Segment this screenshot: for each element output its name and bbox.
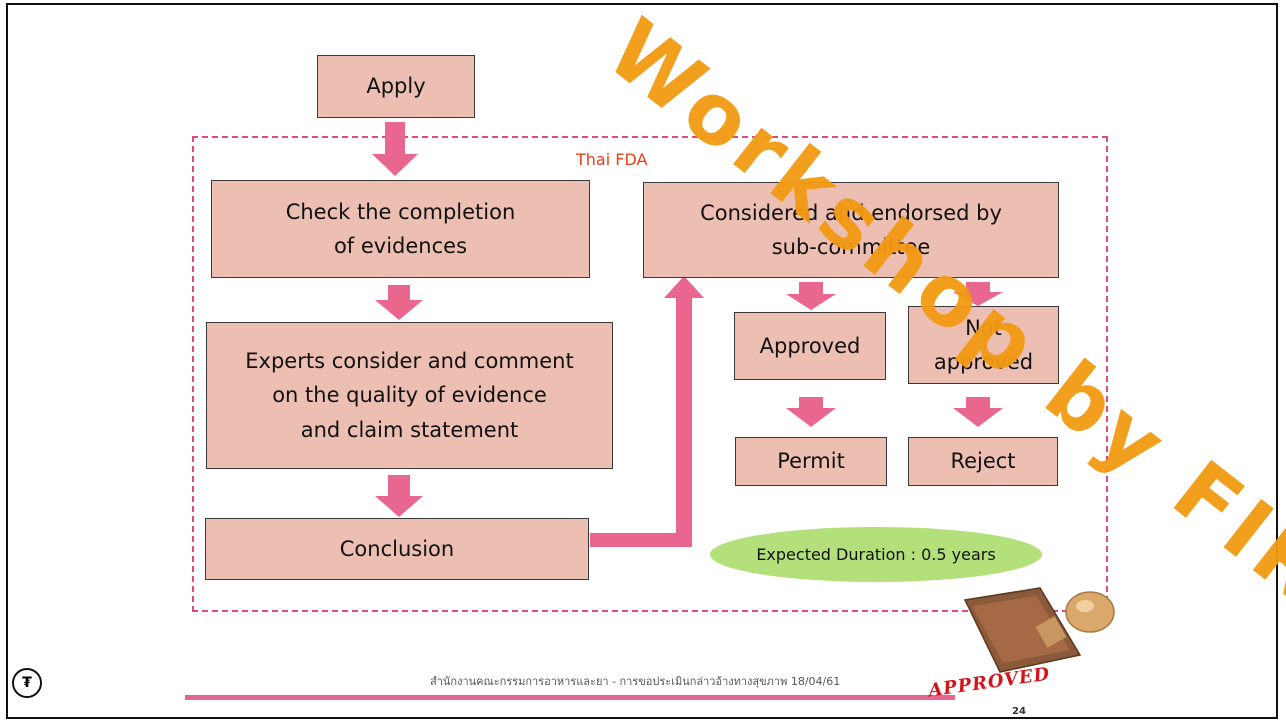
arrow-not-approved-to-reject [953,397,1003,427]
arrow-considered-to-not-approved [953,282,1003,306]
arrow-considered-to-approved [786,282,836,310]
arrow-apply-to-check [372,122,418,176]
arrow-check-to-experts [375,285,423,320]
expected-duration-badge: Expected Duration : 0.5 years [710,527,1042,582]
slide-frame [6,3,1278,719]
arrow-experts-to-conclusion [375,475,423,517]
approved-stamp-icon [963,587,1115,673]
apply-box: Apply [317,55,475,118]
reject-box: Reject [908,437,1058,486]
not-approved-box: Not approved [908,306,1059,384]
check-completion-box: Check the completion of evidences [211,180,590,278]
permit-box: Permit [735,437,887,486]
footer-line [185,695,955,700]
approved-box: Approved [734,312,886,380]
logo-icon: ₮ [12,668,42,698]
arrow-conclusion-to-considered [590,276,704,547]
thai-fda-label: Thai FDA [576,150,648,169]
considered-box: Considered and endorsed by sub-committee [643,182,1059,278]
conclusion-box: Conclusion [205,518,589,580]
arrow-approved-to-permit [786,397,836,427]
footer-text: สำนักงานคณะกรรมการอาหารและยา - การขอประเ… [430,675,841,688]
experts-consider-box: Experts consider and comment on the qual… [206,322,613,469]
thai-fda-region [192,136,1108,612]
page-number: 24 [1012,706,1026,717]
